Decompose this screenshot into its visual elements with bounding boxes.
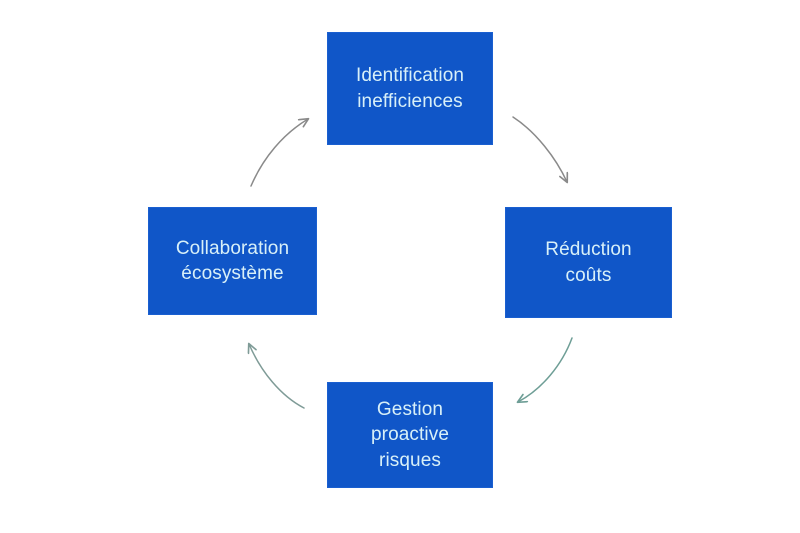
connector-top-to-right: [512, 116, 567, 182]
connector-bottom-to-left: [249, 344, 305, 409]
node-reduction-couts[interactable]: Réduction coûts: [505, 207, 679, 325]
node-gestion-proactive-risques[interactable]: Gestion proactive risques: [327, 382, 500, 495]
node-label: Réduction coûts: [545, 239, 632, 286]
node-label: Collaboration écosystème: [175, 237, 290, 284]
node-label: Identification inefficiences: [355, 65, 465, 112]
connector-right-to-bottom: [518, 337, 573, 402]
node-identification-inefficiences[interactable]: Identification inefficiences: [327, 32, 500, 152]
node-label: Gestion proactive risques: [371, 399, 449, 471]
node-collaboration-ecosysteme[interactable]: Collaboration écosystème: [148, 207, 324, 322]
connector-left-to-top: [250, 119, 308, 187]
